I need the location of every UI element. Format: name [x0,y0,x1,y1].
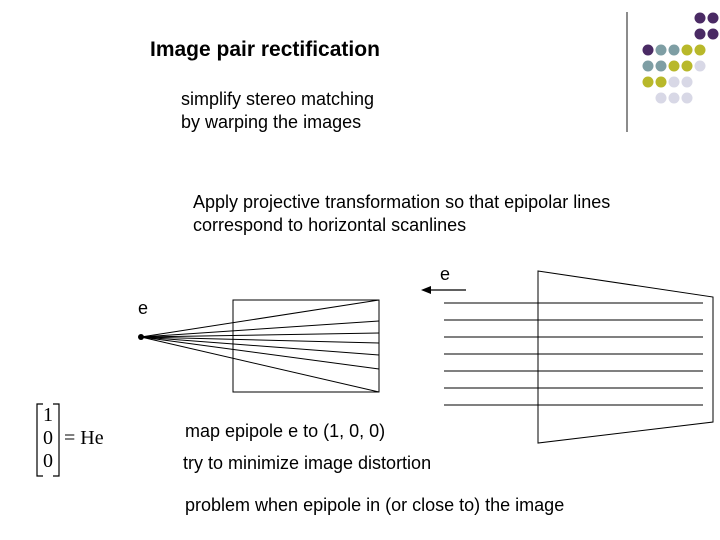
original-image-frame [232,299,380,393]
horizontal-scanlines [444,302,703,406]
note-epipole-problem: problem when epipole in (or close to) th… [185,495,565,515]
apply-transformation-block: Apply projective transformation so that … [193,191,610,237]
epipole-point [138,334,144,340]
vector-entry-2: 0 [43,427,53,449]
epipolar-lines-converging [140,299,380,393]
decorative-dot [707,28,719,40]
decorative-dot [694,44,706,56]
rectified-image-diagram [444,270,714,444]
decorative-dot [681,44,693,56]
epipole-label-left: e [138,298,149,318]
vector-entry-3: 0 [43,450,53,472]
epipole-equation [36,403,60,477]
decorative-dot [655,76,667,88]
decorative-dot [642,44,654,56]
decorative-dot [655,60,667,72]
right-bracket [53,403,60,477]
decorative-dot [668,92,680,104]
note-minimize-distortion: try to minimize image distortion [183,453,432,473]
decorative-dot [642,76,654,88]
decorative-dot [681,76,693,88]
subtitle-line-1: simplify stereo matching [181,89,375,109]
epipolar-line [140,299,380,338]
decorative-dot [681,60,693,72]
decorative-dot [668,76,680,88]
subtitle-block: simplify stereo matching by warping the … [181,88,374,134]
apply-line-1: Apply projective transformation so that … [193,192,611,212]
decorative-dot [707,12,719,24]
left-bracket [36,403,43,477]
epipolar-line [140,336,380,370]
decorative-dot [694,28,706,40]
decorative-dot-grid [642,12,719,104]
epipolar-line [140,336,380,393]
slide-title: Image pair rectification [150,38,380,61]
decorative-dot [668,44,680,56]
warped-image-trapezoid [537,270,714,444]
equation-rhs: = He [64,427,104,449]
vector-entries: 1 0 0 [42,404,54,473]
epipolar-line [140,332,380,338]
decorative-dot [655,44,667,56]
original-image-pair-diagram [138,299,380,393]
decorative-dot [668,60,680,72]
note-map-epipole: map epipole e to (1, 0, 0) [185,421,386,441]
decorative-dot [655,92,667,104]
epipolar-line [140,320,380,338]
epipolar-line [140,336,380,356]
decorative-dot [694,60,706,72]
decorative-dot [642,60,654,72]
decorative-dot [681,92,693,104]
apply-line-2: correspond to horizontal scanlines [193,215,467,235]
epipole-label-right: e [440,264,451,284]
epipolar-line [140,336,380,344]
vector-entry-1: 1 [43,404,53,426]
subtitle-line-2: by warping the images [181,112,362,132]
decorative-dot [694,12,706,24]
rectification-arrow [421,286,466,294]
